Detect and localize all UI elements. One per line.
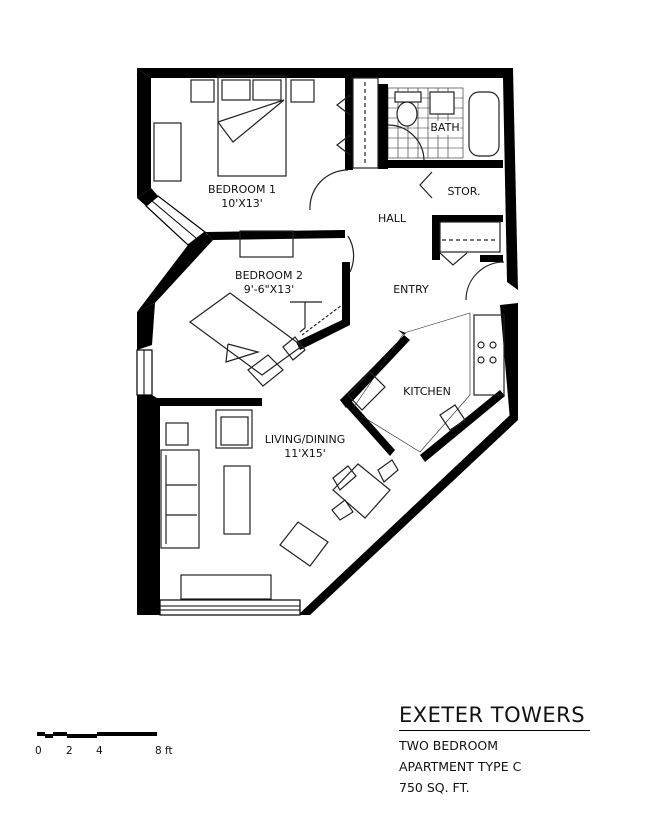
building-title: EXETER TOWERS: [399, 703, 590, 731]
room-name: STOR.: [447, 185, 481, 198]
coffee-table-icon: [223, 465, 251, 535]
room-label-bath: BATH: [429, 121, 461, 135]
room-name: LIVING/DINING: [264, 433, 346, 446]
bed-icon: [188, 292, 304, 376]
room-label-living: LIVING/DINING 11'X15': [265, 433, 346, 461]
room-name: BEDROOM 1: [208, 183, 276, 196]
room-name: HALL: [377, 212, 407, 225]
dining-table-icon: [332, 463, 391, 519]
scale-bar: [37, 732, 157, 738]
door-arc: [309, 169, 349, 211]
dresser-icon: [239, 230, 294, 258]
sink-icon: [439, 404, 466, 431]
room-size: 11'X15': [284, 447, 326, 460]
sofa-icon: [160, 449, 200, 549]
media-console-icon: [180, 574, 272, 600]
room-name: BEDROOM 2: [235, 269, 303, 282]
side-table-icon: [165, 422, 189, 446]
bed-icon: [217, 75, 287, 177]
scale-tick: 4: [96, 745, 103, 757]
door-arc: [347, 235, 355, 273]
armchair-icon: [279, 521, 329, 567]
furniture: [153, 75, 505, 600]
room-label-bedroom1: BEDROOM 1 10'X13': [208, 183, 276, 211]
room-name: ENTRY: [393, 283, 429, 296]
fridge-icon: [347, 371, 386, 411]
unit-type: TWO BEDROOM: [399, 738, 499, 753]
room-name: BATH: [430, 121, 460, 134]
room-label-stor: STOR.: [447, 185, 480, 199]
bathtub-icon: [468, 91, 500, 157]
room-label-hall: HALL: [378, 212, 406, 226]
toilet-icon: [394, 91, 422, 103]
room-size: 9'-6"X13': [243, 283, 295, 296]
window: [159, 599, 301, 616]
room-name: KITCHEN: [403, 385, 451, 398]
scale-tick: 8 ft: [155, 745, 173, 757]
dresser-icon: [153, 122, 182, 182]
nightstand-icon: [190, 79, 215, 103]
unit-area: 750 SQ. FT.: [399, 780, 470, 795]
scale-tick: 2: [66, 745, 73, 757]
sink-icon: [429, 91, 455, 115]
exterior-walls: [137, 68, 518, 615]
room-label-bedroom2: BEDROOM 2 9'-6"X13': [235, 269, 303, 297]
door-arc: [465, 261, 505, 301]
room-label-entry: ENTRY: [393, 283, 429, 297]
room-label-kitchen: KITCHEN: [402, 385, 452, 399]
scale-tick: 0: [35, 745, 42, 757]
apartment-type: APARTMENT TYPE C: [399, 759, 522, 774]
room-size: 10'X13': [221, 197, 263, 210]
armchair-icon: [215, 409, 253, 449]
nightstand-icon: [290, 79, 315, 103]
title-block: EXETER TOWERS TWO BEDROOM APARTMENT TYPE…: [399, 703, 590, 798]
